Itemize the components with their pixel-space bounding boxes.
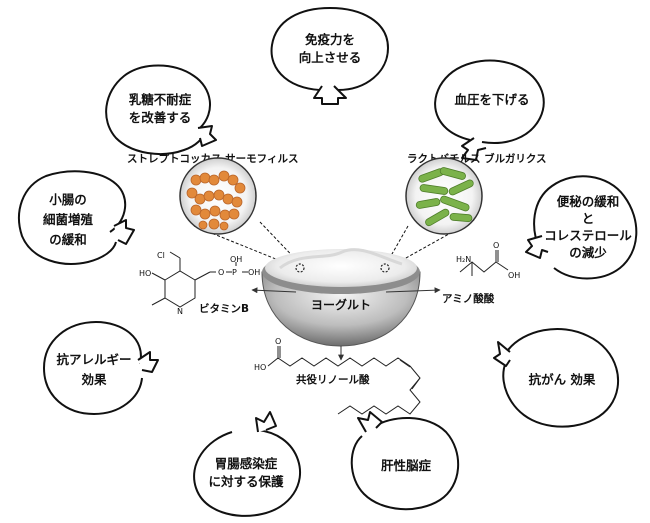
effect-label: 抗がん 効果: [529, 372, 596, 387]
arrow-icon: [493, 341, 511, 367]
chem-cl: Cl: [157, 251, 165, 260]
effect-label: の減少: [569, 245, 607, 260]
chem-ho: HO: [139, 269, 151, 278]
effect-label: を改善する: [129, 110, 192, 125]
effect-bubble-hepatic: 肝性脳症: [350, 411, 459, 511]
arrow-icon: [313, 85, 347, 105]
effect-bubble-lactose: 乳糖不耐症 を改善する: [105, 64, 217, 155]
chem-oh: OH: [508, 271, 520, 280]
effect-bubble-gi-infection: 胃腸感染症 に対する保護: [193, 411, 302, 517]
arrow-icon: [255, 411, 277, 433]
arrow-icon: [197, 125, 217, 147]
arrow-icon: [251, 287, 297, 294]
lens-right: [383, 157, 483, 269]
amino-acid-label: アミノ酸酸: [442, 292, 495, 305]
effect-label: 抗アレルギー: [56, 352, 131, 367]
arrow-icon: [137, 351, 159, 373]
yogurt-label: ヨーグルト: [311, 297, 371, 312]
effect-bubble-anticancer: 抗がん 効果: [493, 328, 619, 428]
lactobacillus-cells: [415, 167, 474, 227]
chem-n: N: [177, 307, 183, 316]
vitamin-b-structure: [151, 251, 248, 308]
effect-label: 小腸の: [48, 192, 87, 207]
yogurt-bowl: ヨーグルト: [261, 248, 421, 347]
effect-label: 免疫力を: [305, 32, 355, 47]
arrow-icon: [525, 235, 549, 259]
effect-label: 細菌増殖: [43, 212, 94, 227]
effect-label: 肝性脳症: [381, 458, 432, 473]
chem-o: O: [275, 337, 281, 346]
effect-label: の緩和: [49, 232, 87, 247]
arrow-icon: [461, 137, 487, 161]
lens-left: [179, 157, 305, 269]
cla-structure: [267, 346, 421, 415]
effect-bubble-constipation: 便秘の緩和 と コレステロール の減少: [525, 175, 638, 280]
effect-label: 乳糖不耐症: [129, 92, 192, 107]
streptococcus-cells: [186, 170, 246, 231]
effect-bubble-anti-allergy: 抗アレルギー 効果: [42, 320, 159, 416]
chem-h2n: H₂N: [456, 255, 471, 264]
effect-label: 向上させる: [299, 50, 362, 65]
chem-p: P: [232, 268, 237, 277]
effect-bubble-blood-pressure: 血圧を下げる: [434, 59, 545, 161]
effect-label: に対する保護: [208, 474, 284, 489]
effect-label: 胃腸感染症: [215, 456, 278, 471]
effect-label: 効果: [81, 372, 107, 387]
effect-bubble-immune: 免疫力を 向上させる: [270, 6, 390, 105]
chem-o: O: [493, 241, 499, 250]
arrow-icon: [385, 287, 441, 294]
chem-o: O: [218, 268, 224, 277]
cla-label: 共役リノール酸: [296, 373, 370, 386]
arrow-icon: [113, 219, 135, 245]
chem-oh: OH: [230, 255, 242, 264]
effect-label: コレステロール: [544, 228, 632, 243]
effect-bubble-small-intestine: 小腸の 細菌増殖 の緩和: [18, 170, 135, 265]
vitamin-b-label: ビタミンB: [199, 302, 249, 315]
amino-acid-structure: [459, 250, 509, 276]
effect-label: 血圧を下げる: [454, 92, 529, 107]
chem-ho: HO: [254, 363, 266, 372]
arrow-icon: [357, 411, 383, 433]
effect-label: と: [582, 211, 595, 226]
chem-oh: OH: [248, 268, 260, 277]
effect-label: 便秘の緩和: [557, 194, 620, 209]
